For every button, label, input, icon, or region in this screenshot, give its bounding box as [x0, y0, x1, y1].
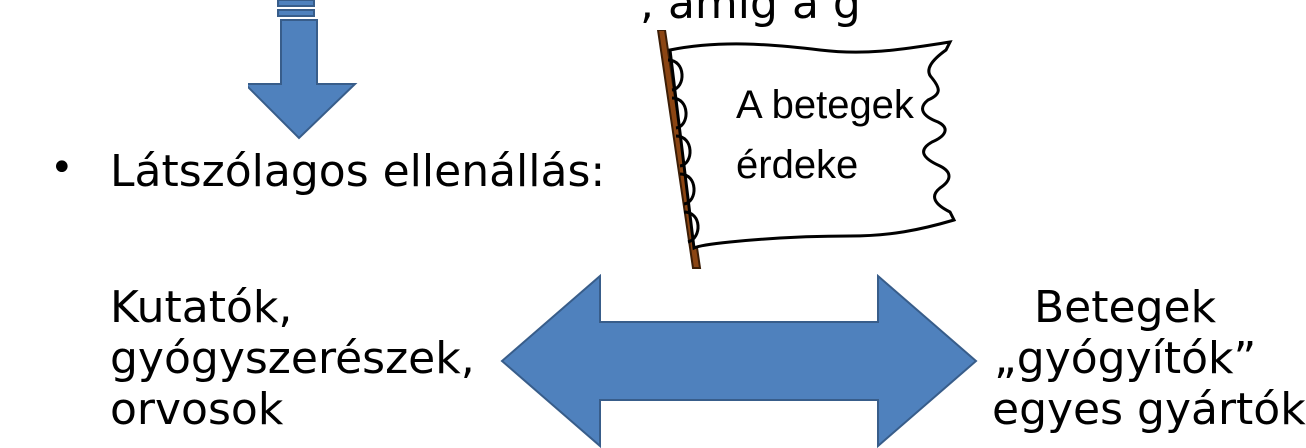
flag-text-line-2: érdeke [736, 143, 859, 187]
left-group: Kutatók, gyógyszerészek, orvosok [110, 286, 475, 439]
left-right-arrow-icon [500, 274, 978, 448]
flag-icon [656, 30, 957, 269]
flag-text-line-1: A betegek [736, 83, 914, 127]
right-group-line-1: Betegek [1034, 282, 1217, 333]
bullet-text: Látszólagos ellenállás: [110, 146, 606, 197]
right-group: Betegek „gyógyítók” egyes gyártók [962, 286, 1306, 439]
left-group-line-2: gyógyszerészek, [110, 333, 475, 384]
down-arrow-icon [248, 0, 358, 140]
header-text-fragment: , amíg a g [640, 0, 861, 29]
left-group-line-3: orvosok [110, 384, 284, 435]
bullet-point: • [50, 145, 74, 191]
right-group-line-3: egyes gyártók [992, 384, 1306, 435]
left-group-line-1: Kutatók, [110, 282, 293, 333]
right-group-line-2: „gyógyítók” [994, 333, 1257, 384]
